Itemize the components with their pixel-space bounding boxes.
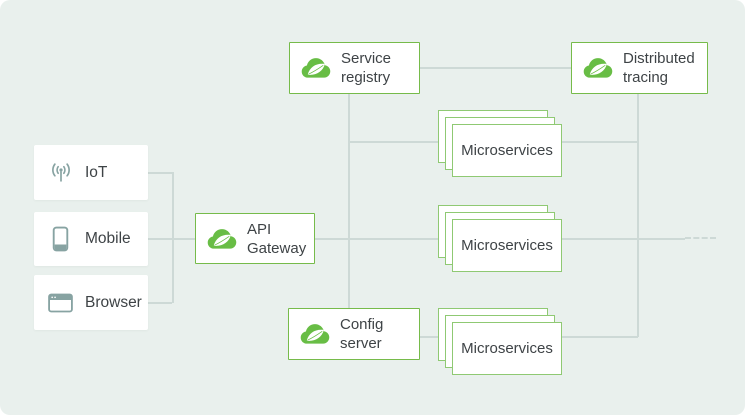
connector-config-ms3 xyxy=(420,336,439,338)
spring-cloud-leaf-icon xyxy=(207,228,237,250)
connector-ms1-left xyxy=(348,141,439,143)
node-label: Config server xyxy=(340,316,384,352)
microservices-stack-1: Microservices xyxy=(438,110,562,177)
client-box-mobile: Mobile xyxy=(34,212,148,266)
connector-ms2-dashed-tail xyxy=(685,237,716,239)
smartphone-icon xyxy=(47,226,74,252)
stack-label: Microservices xyxy=(461,142,553,159)
stack-card-front: Microservices xyxy=(452,322,562,375)
connector-browser-stub xyxy=(148,302,172,304)
connector-ms1-right xyxy=(562,141,638,143)
connector-ms2-right xyxy=(562,238,685,240)
node-distributed-tracing: Distributed tracing xyxy=(571,42,708,94)
microservices-stack-2: Microservices xyxy=(438,205,562,272)
connector-ms3-right xyxy=(562,336,638,338)
node-label: Service registry xyxy=(341,50,392,86)
connector-mobile-gateway xyxy=(148,238,195,240)
spring-cloud-leaf-icon xyxy=(300,323,330,345)
node-api-gateway: API Gateway xyxy=(195,213,315,264)
client-box-browser: Browser xyxy=(34,275,148,330)
connector-registry-tracing xyxy=(420,67,571,69)
node-config-server: Config server xyxy=(288,308,420,360)
browser-window-icon xyxy=(47,293,74,313)
connector-registry-config-vertical xyxy=(348,94,350,308)
connector-clients-vertical xyxy=(172,172,174,303)
client-label: Browser xyxy=(85,293,142,311)
connector-iot-stub xyxy=(148,172,172,174)
connector-tracing-vertical xyxy=(637,94,639,337)
node-service-registry: Service registry xyxy=(289,42,420,94)
stack-label: Microservices xyxy=(461,340,553,357)
stack-card-front: Microservices xyxy=(452,219,562,272)
client-box-iot: IoT xyxy=(34,145,148,200)
microservices-stack-3: Microservices xyxy=(438,308,562,375)
iot-antenna-icon xyxy=(47,162,74,183)
spring-cloud-leaf-icon xyxy=(583,57,613,79)
spring-cloud-leaf-icon xyxy=(301,57,331,79)
client-label: IoT xyxy=(85,163,108,181)
client-label: Mobile xyxy=(85,230,131,247)
node-label: Distributed tracing xyxy=(623,50,695,86)
node-label: API Gateway xyxy=(247,220,307,257)
connector-gateway-ms2 xyxy=(315,238,439,240)
stack-card-front: Microservices xyxy=(452,124,562,177)
stack-label: Microservices xyxy=(461,237,553,254)
